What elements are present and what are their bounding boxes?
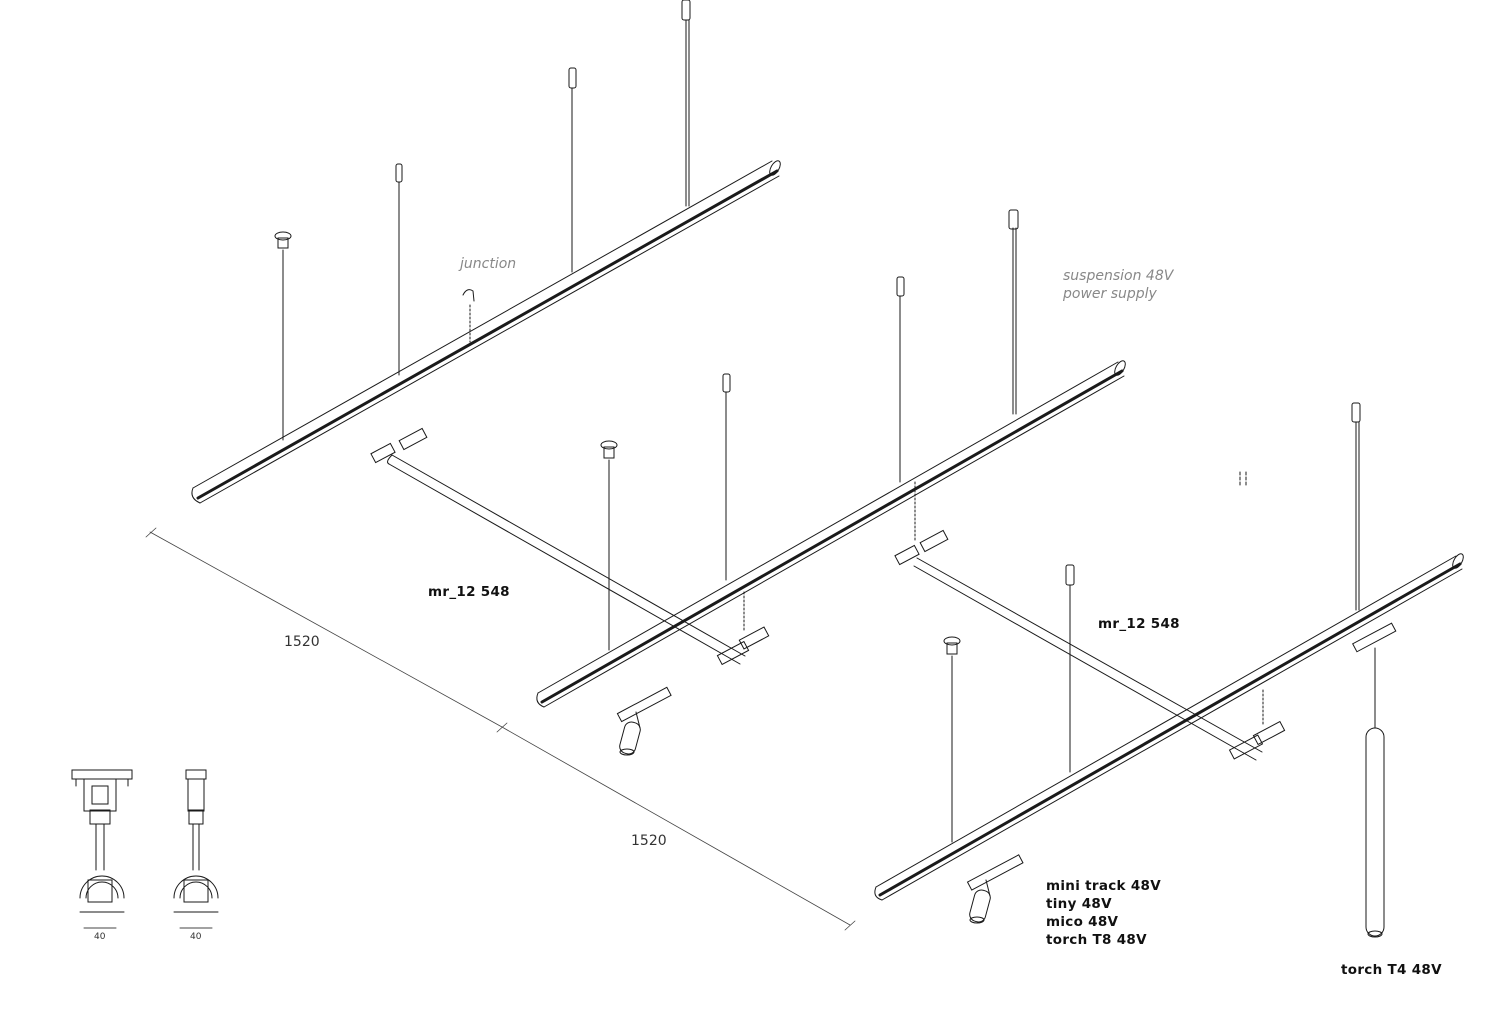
label-spot-item: mico 48V	[1046, 914, 1119, 930]
label-suspension: suspension 48V power supply	[1063, 267, 1173, 303]
suspension-wires-4	[943, 402, 1361, 843]
detail-width-label-2: 40	[190, 932, 202, 942]
detail-front	[71, 769, 133, 929]
track-profile-2	[536, 360, 1126, 708]
label-spot-item: mini track 48V	[1046, 878, 1161, 894]
track-profile-3	[874, 553, 1464, 901]
torch-t4-pendant	[1352, 622, 1397, 938]
label-suspension-line2: power supply	[1063, 286, 1157, 302]
detail-width-label-1: 40	[94, 932, 106, 942]
suspension-wires-2	[896, 209, 1019, 541]
cross-track-left	[370, 427, 770, 666]
label-spot-list: mini track 48V tiny 48V mico 48V torch T…	[1046, 877, 1161, 949]
label-mr12-right: mr_12 548	[1098, 616, 1180, 632]
dimension-lines	[145, 527, 856, 931]
label-mr12-left: mr_12 548	[428, 584, 510, 600]
label-junction: junction	[460, 256, 517, 272]
spot-light-2	[966, 854, 1024, 924]
suspension-wires-3	[600, 373, 745, 651]
cross-track-right	[894, 529, 1286, 761]
track-profile-1	[191, 160, 781, 504]
dimension-label-1: 1520	[284, 634, 320, 650]
spot-light-1	[616, 686, 672, 756]
suspension-wires-1	[274, 0, 691, 441]
detail-side	[173, 769, 219, 929]
dimension-label-2: 1520	[631, 833, 667, 849]
label-spot-item: tiny 48V	[1046, 896, 1112, 912]
label-suspension-line1: suspension 48V	[1063, 268, 1174, 284]
label-spot-item: torch T8 48V	[1046, 932, 1147, 948]
label-torch-t4: torch T4 48V	[1341, 962, 1442, 978]
